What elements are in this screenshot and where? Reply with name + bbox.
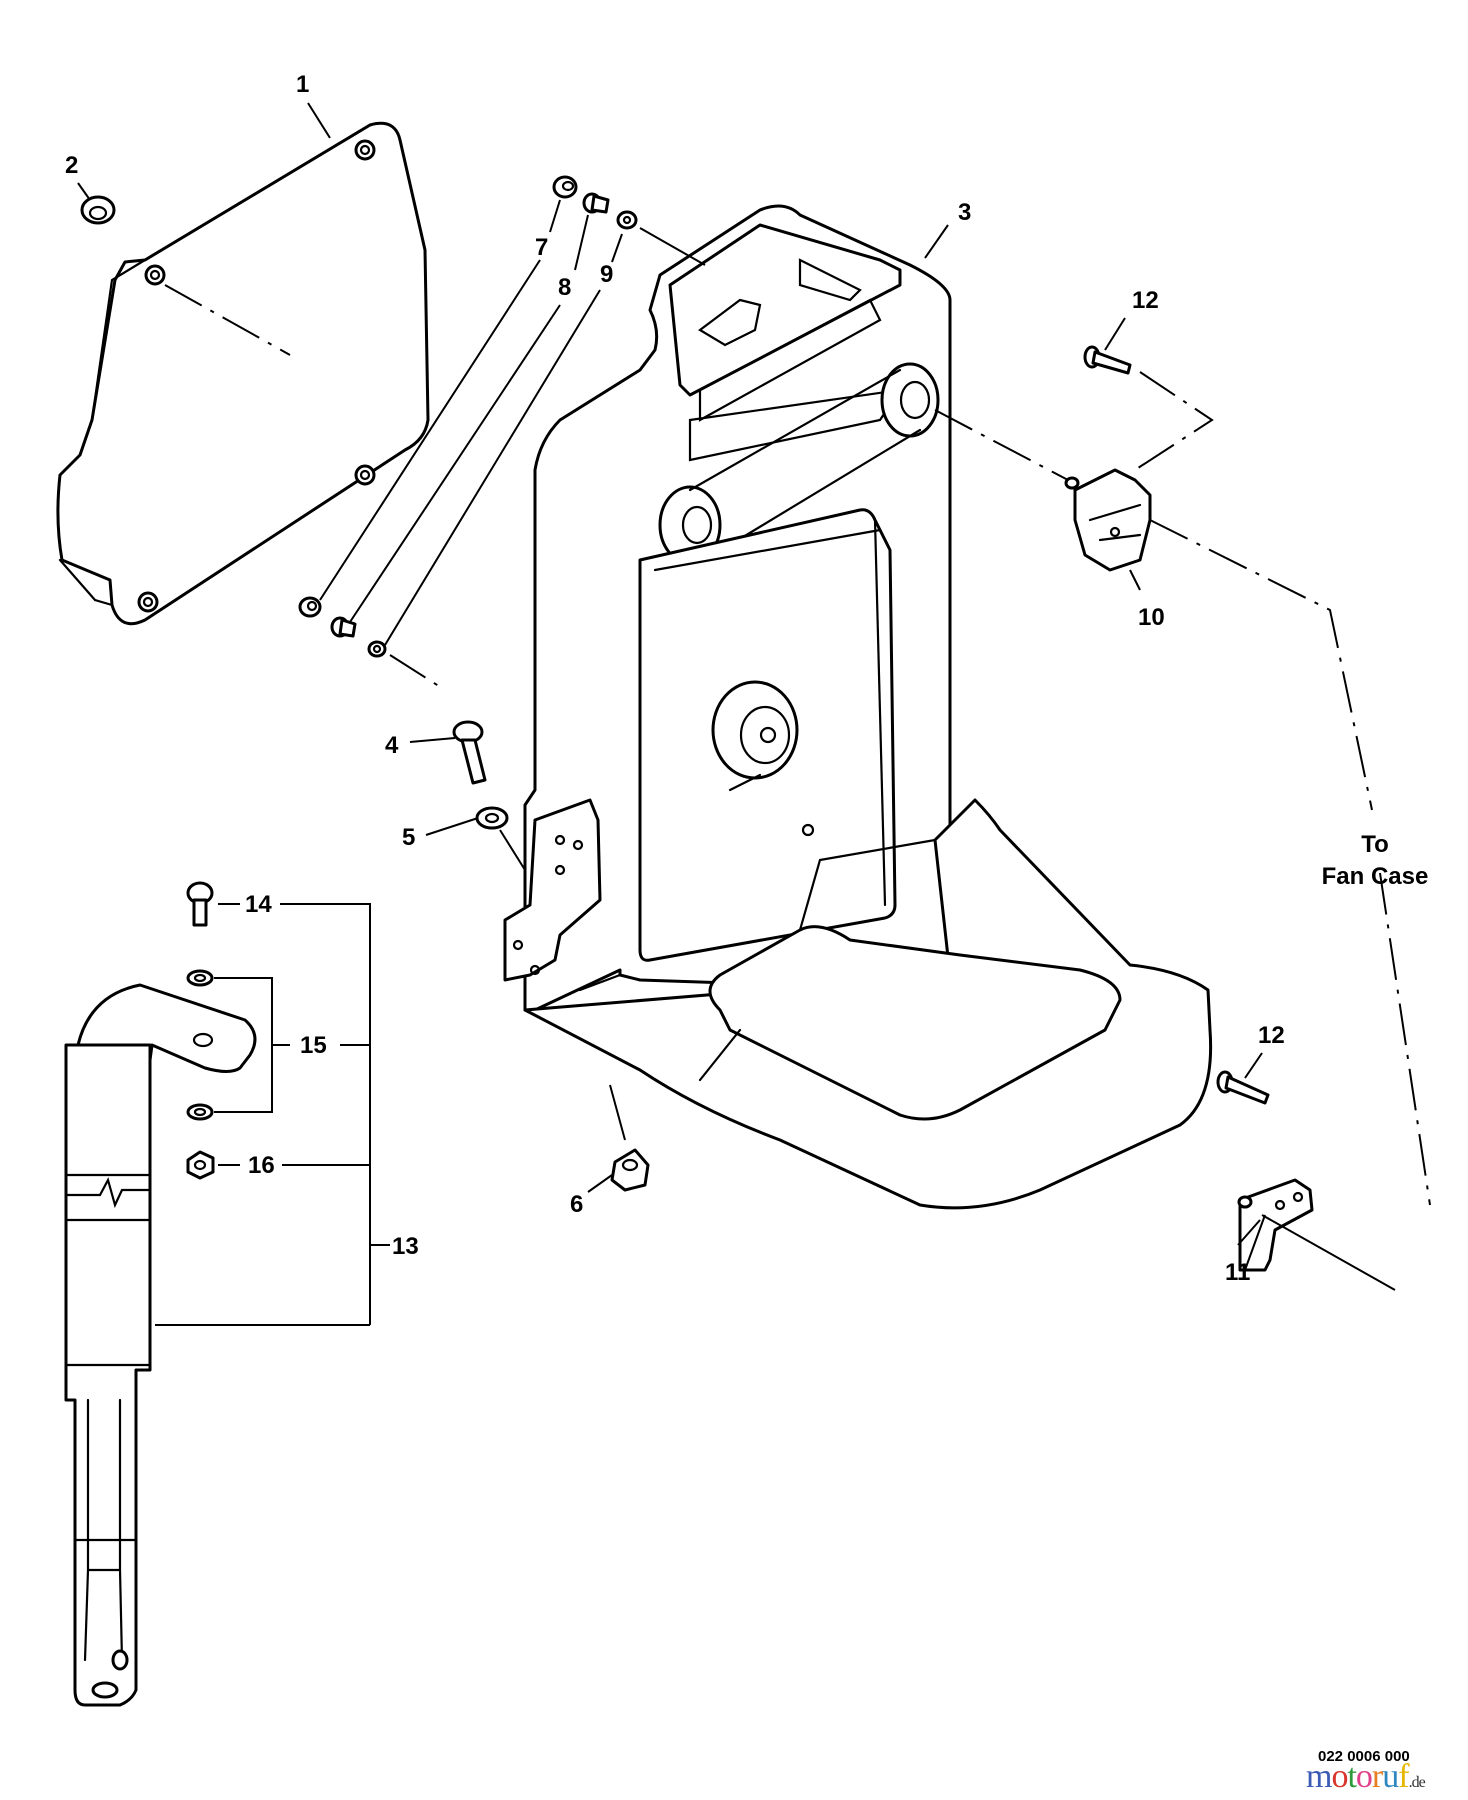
part-8-collar-bottom[interactable] [330,616,357,638]
watermark-letter: o [1355,1758,1373,1795]
part-3-frame[interactable] [503,204,1213,1210]
callout-14: 14 [245,891,272,918]
watermark-letter: u [1382,1758,1399,1795]
leader-1-line [307,102,331,139]
leader-fancase-upper [1149,519,1373,811]
leader-5-line [499,829,526,871]
watermark-tld: .de [1408,1774,1426,1791]
leader-11-line [1244,1214,1266,1271]
leader-6-label-line [587,1174,613,1193]
part-7-nut-bottom[interactable] [298,596,322,618]
leader-11-label [1237,1219,1261,1246]
part-9-washer-bottom[interactable] [367,640,387,658]
callout-12-bottom: 12 [1258,1022,1285,1049]
watermark-letter: r [1371,1758,1383,1795]
watermark-letter: t [1347,1758,1357,1795]
leader-10-line [1129,569,1141,591]
part-16-nut[interactable] [186,1150,215,1180]
callout-13: 13 [392,1233,419,1260]
callout-4: 4 [385,732,399,759]
part-12-screw-bottom[interactable] [1216,1070,1270,1105]
part-13-belt[interactable] [64,983,257,1707]
callout-7: 7 [535,234,548,261]
leader-fancase-lower [1379,872,1431,1206]
drawing-code: 022 0006 000 [1318,1748,1410,1765]
part-5-washer[interactable] [475,806,509,830]
leader-4-line [409,737,456,743]
part-10-bracket[interactable] [1064,468,1152,572]
part-1-cover[interactable] [56,121,430,626]
part-8-collar-top[interactable] [582,192,610,214]
part-11-bracket[interactable] [1237,1178,1314,1272]
leader-3-line [924,224,949,259]
part-6-nut-insert[interactable] [610,1148,650,1192]
part-15-washer-lower[interactable] [186,1103,214,1121]
watermark-letter: o [1331,1758,1348,1795]
leader-3-dash [934,409,1069,481]
callout-11: 11 [1225,1259,1250,1286]
note-fan-case: Fan Case [1322,863,1429,890]
callout-5: 5 [402,824,415,851]
callout-1: 1 [296,71,309,98]
leader-14-bracket [218,903,371,1325]
part-15-washer-upper[interactable] [186,969,214,987]
leader-1-dash [164,284,291,356]
part-7-nut-top[interactable] [552,175,578,199]
leader-11-to-fancase [1261,1214,1396,1291]
leader-9-line [384,233,623,646]
note-to: To [1361,831,1389,858]
leader-8-line [349,214,589,623]
watermark-letter: f [1398,1758,1409,1795]
leader-2-line [77,182,91,201]
leader-6-line [609,1084,626,1141]
part-12-screw-top[interactable] [1083,345,1132,375]
part-2-grommet[interactable] [80,195,116,225]
leader-9-dash [389,654,446,691]
callout-9: 9 [600,261,613,288]
leader-12-top [1104,317,1126,351]
callout-2: 2 [65,152,78,179]
leader-12-top-dash [1137,371,1214,469]
watermark-letter: m [1306,1758,1332,1795]
leader-5-label-line [425,817,479,836]
callout-10: 10 [1138,604,1165,631]
leader-15-bracket [214,977,370,1113]
callout-15: 15 [300,1032,327,1059]
leader-7-line [319,199,561,601]
part-9-washer-top[interactable] [616,210,638,230]
callout-16: 16 [248,1152,275,1179]
watermark-logo: motoruf.de [1306,1758,1426,1795]
leader-9-top [639,227,706,266]
part-4-bolt[interactable] [452,720,487,785]
callout-8: 8 [558,274,571,301]
part-14-screw[interactable] [186,881,214,927]
callout-3: 3 [958,199,971,226]
callout-6: 6 [570,1191,583,1218]
callout-12-top: 12 [1132,287,1159,314]
leader-12-bottom [1244,1052,1263,1079]
